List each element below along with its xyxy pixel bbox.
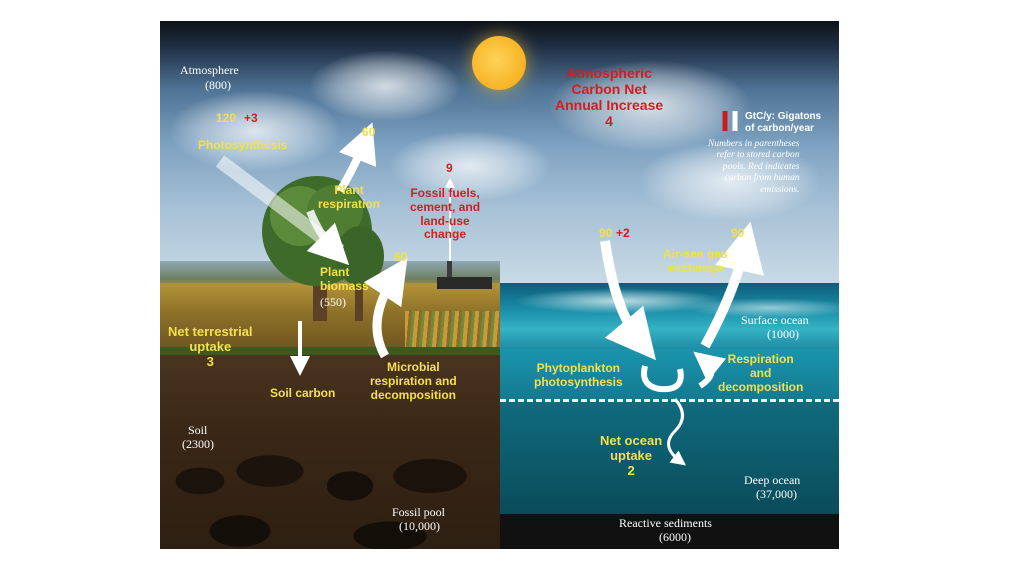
photosynthesis-flux: 120	[216, 111, 237, 125]
fossil-rock-layer	[160, 441, 500, 549]
soil-carbon-label: Soil carbon	[270, 386, 336, 400]
wave-foam	[500, 283, 839, 323]
atmospheric-increase-label: Atmospheric Carbon Net Annual Increase 4	[555, 65, 664, 130]
soil-pool: (2300)	[182, 437, 214, 451]
fossil-fuel-flux: 9	[446, 161, 453, 175]
microbial-label: Microbial respiration and decomposition	[370, 360, 457, 402]
plant-biomass-label: Plant biomass	[320, 265, 369, 293]
air-sea-in-arrow	[600, 240, 656, 361]
flux-arrows	[215, 111, 764, 466]
fossil-pool-pool: (10,000)	[399, 519, 440, 533]
plant-respiration-arrow	[336, 122, 377, 194]
surface-ocean-pool: (1000)	[767, 327, 799, 341]
sediment-region	[500, 514, 839, 549]
sun-icon	[472, 36, 526, 90]
cloud	[310, 51, 460, 121]
microbial-flux: 60	[394, 250, 408, 264]
plant-respiration-label: Plant respiration	[318, 183, 381, 211]
cloud	[390, 131, 550, 201]
phytoplankton-loop-arrow	[641, 365, 684, 393]
atmosphere-pool: (800)	[205, 78, 231, 92]
deep-ocean-label: Deep ocean	[744, 473, 801, 487]
air-sea-out-arrow	[700, 221, 764, 349]
phytoplankton-label: Phytoplankton photosynthesis	[534, 361, 623, 389]
respiration-loop-arrow	[693, 351, 727, 389]
crop-plants	[405, 311, 500, 351]
reactive-sediments-pool: (6000)	[659, 530, 691, 544]
net-ocean-uptake-label: Net ocean uptake 2	[600, 433, 663, 478]
cloud	[550, 61, 750, 151]
legend-note: Numbers in parentheses refer to stored c…	[708, 139, 800, 195]
air-sea-out-flux: 90	[731, 226, 745, 240]
net-terrestrial-uptake-label: Net terrestrial uptake 3	[168, 324, 253, 369]
plant-respiration-flux: 60	[362, 125, 376, 139]
factory-icon	[437, 261, 492, 289]
atmosphere-label: Atmosphere	[180, 63, 239, 77]
photosynthesis-human-flux: +3	[244, 111, 258, 125]
carbon-cycle-figure: Atmosphere (800) 120 +3 Photosynthesis 6…	[160, 21, 839, 549]
air-sea-human-flux: +2	[616, 226, 630, 240]
deep-ocean-pool: (37,000)	[756, 487, 797, 501]
soil-label: Soil	[188, 423, 208, 437]
fossil-fuel-label: Fossil fuels, cement, and land-use chang…	[410, 186, 481, 242]
air-sea-label: Air-sea gas exchange	[663, 247, 728, 275]
air-sea-in-flux: 90	[599, 226, 613, 240]
legend-units: GtC/y: Gigatons of carbon/year	[745, 111, 822, 134]
fossil-pool-label: Fossil pool	[392, 505, 446, 519]
microbial-respiration-arrow	[363, 257, 408, 359]
cloud	[640, 141, 820, 221]
cloud	[170, 91, 340, 171]
net-ocean-uptake-arrow	[667, 398, 686, 466]
photosynthesis-label: Photosynthesis	[198, 138, 288, 152]
plant-biomass-pool: (550)	[320, 295, 346, 309]
ocean-respiration-label: Respiration and decomposition	[718, 352, 804, 394]
grass-strip	[160, 347, 500, 355]
reactive-sediments-label: Reactive sediments	[619, 516, 712, 530]
mixed-layer-region	[500, 349, 839, 401]
thermocline-dashed-line	[500, 399, 839, 402]
biomass-arrow	[306, 209, 350, 266]
surface-ocean-label: Surface ocean	[741, 313, 809, 327]
